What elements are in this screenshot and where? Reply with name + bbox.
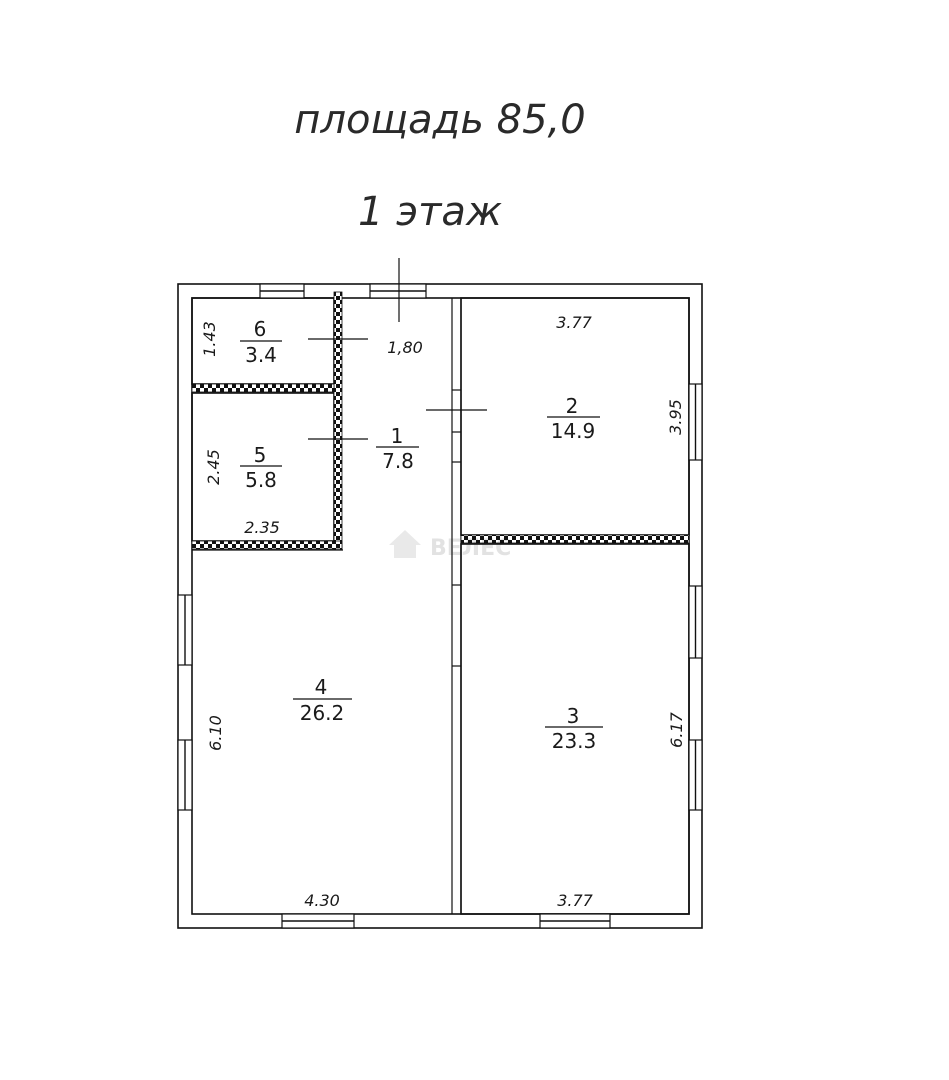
- house-icon: [389, 530, 421, 558]
- window-right-lower: [688, 739, 703, 811]
- room-number: 4: [315, 675, 328, 699]
- area-title: площадь 85,0: [294, 97, 585, 143]
- room-label-2: 2 14.9: [547, 394, 600, 443]
- room-area: 14.9: [551, 419, 596, 443]
- dimension-room4-height: 6.10: [206, 715, 225, 751]
- watermark-text: ВЕЛЕС: [430, 536, 511, 561]
- dimension-room5-width: 2.35: [244, 518, 280, 537]
- room-number: 6: [254, 317, 267, 341]
- dimension-room1-width: 1,80: [387, 338, 423, 357]
- dimension-room2-width: 3.77: [556, 313, 592, 332]
- floor-title: 1 этаж: [358, 189, 502, 235]
- window-left-upper: [177, 594, 193, 666]
- room-area: 26.2: [300, 701, 345, 725]
- room-number: 2: [566, 394, 579, 418]
- room-label-3: 3 23.3: [545, 704, 603, 753]
- dimension-room3-width: 3.77: [557, 891, 593, 910]
- window-bottom-right: [539, 913, 611, 929]
- room-area: 5.8: [245, 468, 277, 492]
- dimension-room6-height: 1.43: [200, 321, 219, 357]
- room-number: 5: [254, 443, 267, 467]
- window-top-left: [259, 283, 305, 299]
- room-label-1: 1 7.8: [376, 424, 419, 473]
- checker-partition: [191, 540, 343, 550]
- room-area: 23.3: [552, 729, 597, 753]
- room-label-5: 5 5.8: [240, 443, 282, 492]
- room-number: 3: [567, 704, 580, 728]
- window-bottom-left: [281, 913, 355, 929]
- watermark: ВЕЛЕС: [389, 530, 511, 561]
- dimension-room4-width: 4.30: [304, 891, 340, 910]
- window-right-middle: [688, 585, 703, 659]
- room-label-4: 4 26.2: [293, 675, 352, 725]
- room-area: 3.4: [245, 343, 277, 367]
- outer-wall-outline: [177, 283, 703, 929]
- window-left-lower: [177, 739, 193, 811]
- checker-partition: [460, 534, 690, 544]
- window-right-top: [688, 383, 703, 461]
- dimension-room2-height: 3.95: [666, 399, 685, 435]
- window-top-center: [369, 283, 427, 299]
- room-label-6: 6 3.4: [240, 317, 282, 367]
- room-area: 7.8: [382, 449, 414, 473]
- dimension-room3-height: 6.17: [667, 711, 686, 747]
- checker-partition: [191, 383, 335, 393]
- checker-partition: [333, 291, 343, 551]
- dimension-room5-height: 2.45: [204, 449, 223, 485]
- room-number: 1: [391, 424, 404, 448]
